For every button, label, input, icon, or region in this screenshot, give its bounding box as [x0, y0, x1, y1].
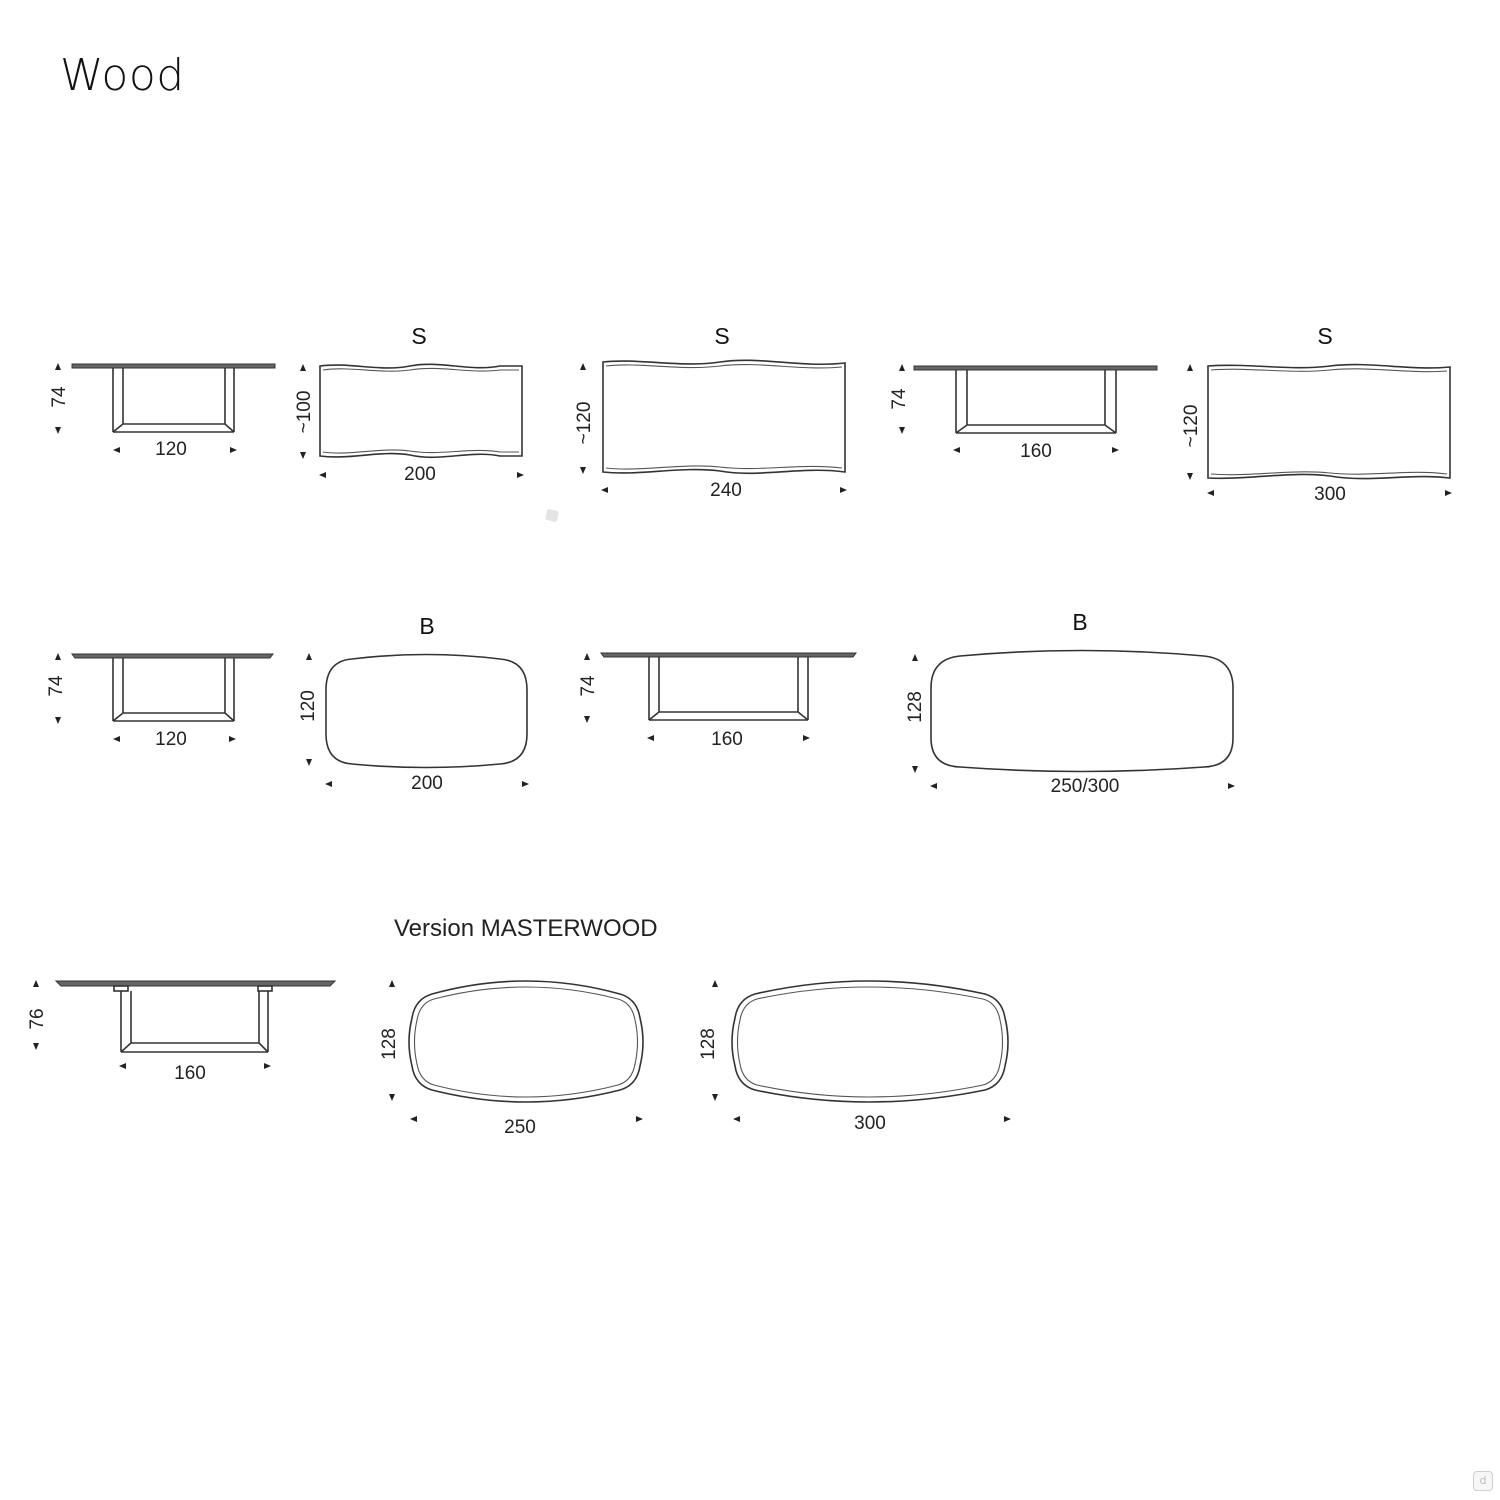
row2-side-b-width: 160	[711, 729, 743, 750]
row1-s200-depth: ~100	[294, 391, 315, 434]
row2-top-view-b250: B 128 250/300	[905, 609, 1235, 797]
row1-side-b-width: 160	[1020, 441, 1052, 462]
row1-s240-tag: S	[714, 323, 729, 349]
row2-b250-length: 250/300	[1051, 776, 1120, 797]
row2-b200-depth: 120	[298, 690, 319, 722]
watermark-icon: d	[1473, 1471, 1493, 1491]
row1-s300-tag: S	[1317, 323, 1332, 349]
scan-mark	[544, 508, 560, 523]
row2-top-view-b200: B 120 200	[298, 613, 529, 794]
row2-side-a-height: 74	[46, 675, 67, 697]
row1-side-b-height: 74	[889, 388, 910, 410]
row1-top-view-s240: S ~120 240	[574, 323, 847, 501]
version-label: Version MASTERWOOD	[394, 915, 658, 942]
row3-side-view-160: 76 160	[27, 980, 337, 1084]
row3-top-view-250: 128 250	[379, 980, 644, 1138]
row3-side-height: 76	[27, 1008, 48, 1029]
row2-b200-tag: B	[419, 613, 434, 639]
row1-side-view-160: 74 160	[889, 364, 1158, 462]
row2-b250-depth: 128	[905, 691, 926, 723]
row3-300-depth: 128	[698, 1028, 719, 1060]
row3-250-length: 250	[504, 1117, 536, 1138]
row1-s200-tag: S	[411, 323, 426, 349]
row2-b200-length: 200	[411, 773, 443, 794]
row3-top-view-300: 128 300	[698, 980, 1011, 1134]
row2-side-a-width: 120	[155, 729, 187, 750]
row3-side-width: 160	[174, 1063, 206, 1084]
row2-side-view-160: 74 160	[578, 652, 857, 750]
row3-250-depth: 128	[379, 1028, 400, 1060]
row3-300-length: 300	[854, 1113, 886, 1134]
row1-s240-depth: ~120	[574, 402, 595, 445]
row1-top-view-s200: S ~100 200	[294, 323, 524, 485]
row1-s200-length: 200	[404, 464, 436, 485]
row1-s300-depth: ~120	[1181, 405, 1202, 448]
row1-side-a-height: 74	[49, 386, 70, 408]
row1-top-view-s300: S ~120 300	[1181, 323, 1452, 505]
row2-side-b-height: 74	[578, 675, 599, 697]
row1-s300-length: 300	[1314, 484, 1346, 505]
row1-s240-length: 240	[710, 480, 742, 501]
page-title: Wood	[60, 50, 185, 101]
row1-side-view-120: 74 120	[49, 363, 276, 460]
row1-side-a-width: 120	[155, 439, 187, 460]
row2-b250-tag: B	[1072, 609, 1087, 635]
row2-side-view-120: 74 120	[46, 653, 274, 750]
